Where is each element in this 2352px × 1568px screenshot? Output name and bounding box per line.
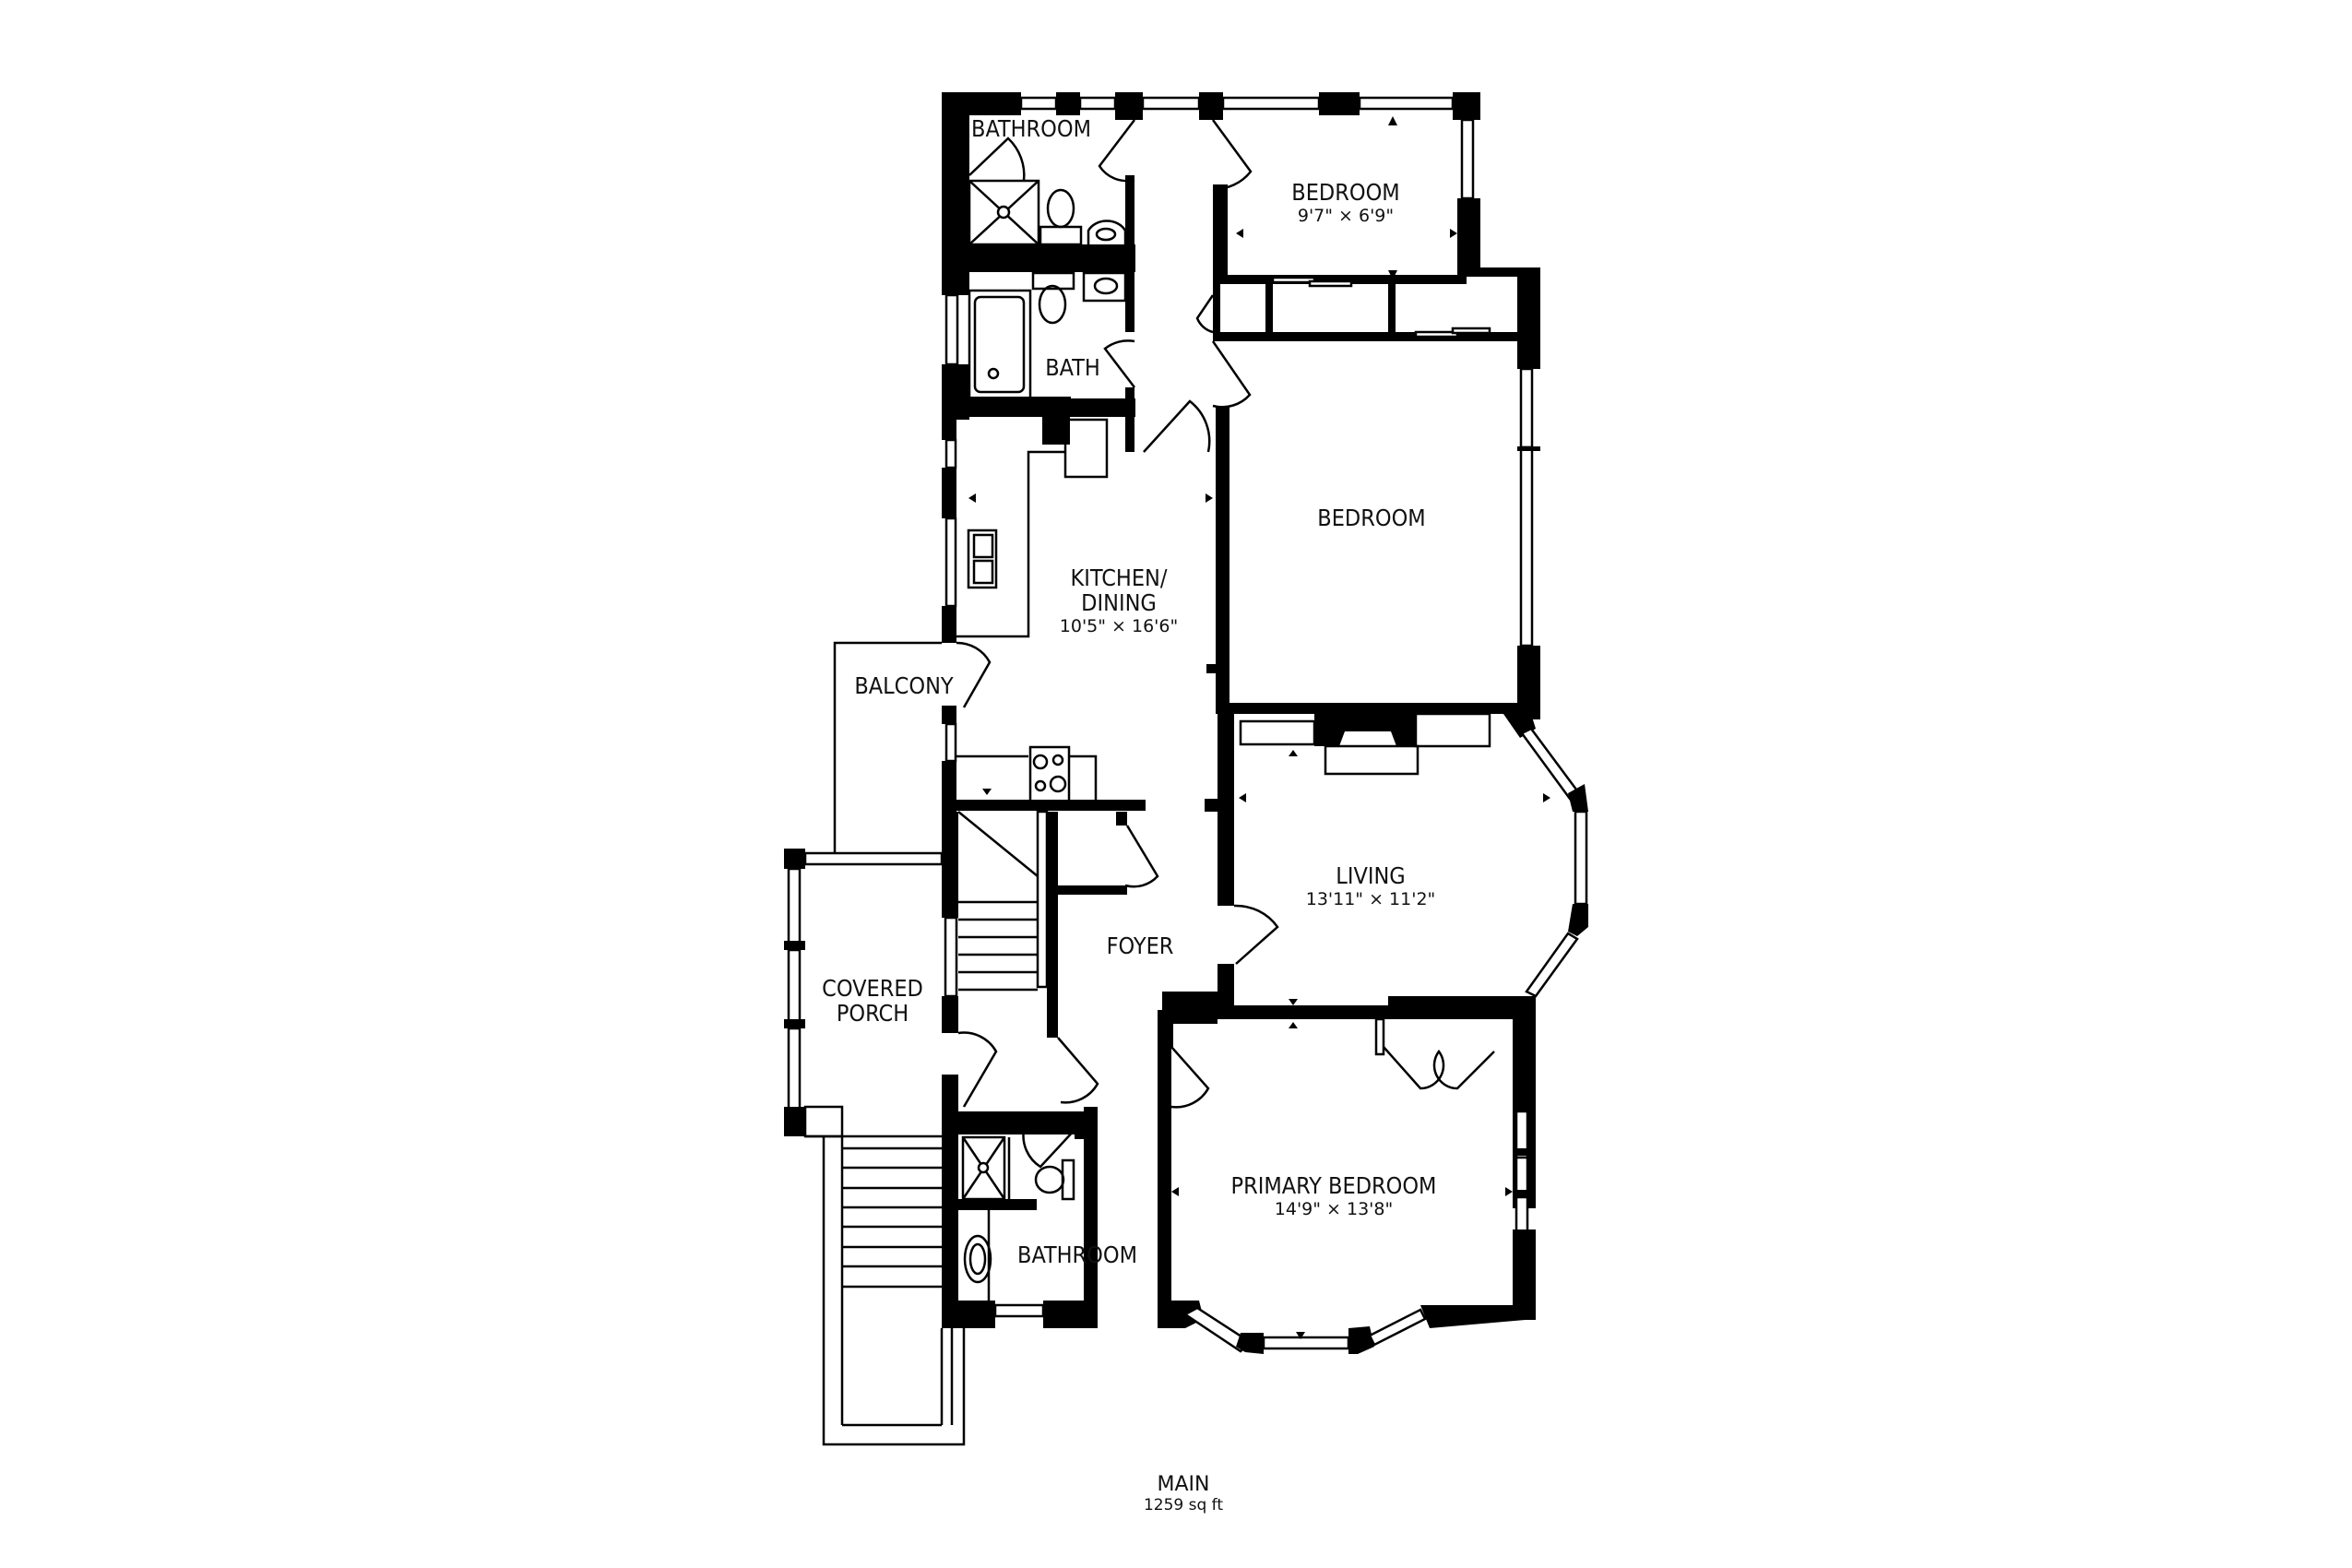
room-name: PRIMARY BEDROOM <box>1230 1172 1437 1199</box>
room-name-line2: PORCH <box>836 1000 909 1027</box>
room-name: BEDROOM <box>1291 179 1400 206</box>
middle-doors <box>956 641 992 708</box>
room-dimensions: 9'7" × 6'9" <box>1297 206 1395 226</box>
room-label-covered-porch: COVERED PORCH <box>822 976 923 1026</box>
lower-bath-doors <box>1022 1129 1075 1169</box>
lower-bath-walls <box>942 1107 1098 1328</box>
upper-fixtures <box>944 137 1127 400</box>
primary-bedroom-walls <box>1158 1005 1536 1354</box>
floor-name: MAIN <box>1157 1473 1210 1496</box>
floor-caption: MAIN 1259 sq ft <box>1144 1473 1223 1515</box>
room-name-line2: DINING <box>1081 589 1157 616</box>
room-label-bathroom-lower: BATHROOM <box>1017 1241 1137 1268</box>
room-label-bedroom-small: BEDROOM 9'7" × 6'9" <box>1291 180 1399 227</box>
room-label-bath: BATH <box>1045 354 1100 381</box>
middle-walls <box>833 397 1540 913</box>
foyer-walls <box>942 810 1218 1107</box>
room-label-primary-bedroom: PRIMARY BEDROOM 14'9" × 13'8" <box>1231 1173 1437 1220</box>
living-doors <box>1233 904 1279 965</box>
room-dimensions: 13'11" × 11'2" <box>1305 889 1436 909</box>
room-label-living: LIVING 13'11" × 11'2" <box>1306 863 1436 910</box>
room-name-line1: KITCHEN/ <box>1070 564 1168 591</box>
room-label-foyer: FOYER <box>1106 932 1174 959</box>
foyer-doors <box>957 825 1210 1109</box>
living-walls <box>1205 712 1588 1208</box>
room-label-balcony: BALCONY <box>854 672 954 699</box>
upper-walls <box>942 92 1540 452</box>
porch <box>784 849 944 1138</box>
floor-area: 1259 sq ft <box>1143 1496 1224 1515</box>
dimension-markers <box>968 116 1550 1339</box>
room-dimensions: 10'5" × 16'6" <box>1059 616 1179 636</box>
room-name-line1: COVERED <box>822 975 923 1002</box>
front-stairs <box>822 1136 966 1446</box>
room-label-bedroom: BEDROOM <box>1317 505 1426 531</box>
room-dimensions: 14'9" × 13'8" <box>1274 1199 1394 1219</box>
room-label-kitchen-dining: KITCHEN/ DINING 10'5" × 16'6" <box>1060 565 1178 637</box>
room-name: LIVING <box>1336 862 1406 889</box>
room-label-bathroom-upper: BATHROOM <box>971 115 1091 142</box>
